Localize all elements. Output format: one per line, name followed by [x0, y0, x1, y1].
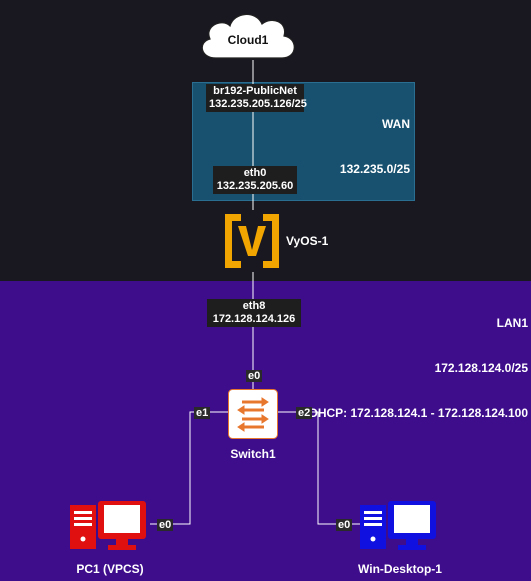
- lan-title-group: LAN1 172.128.124.0/25 DHCP: 172.128.124.…: [309, 286, 528, 436]
- eth8-label: eth8 172.128.124.126: [207, 299, 301, 327]
- pc1-port-e0: e0: [157, 519, 174, 531]
- cloud-label: Cloud1: [227, 33, 269, 47]
- eth0-ip: 132.235.205.60: [216, 180, 294, 192]
- bridge-name: br192-PublicNet: [213, 85, 297, 97]
- router-label: VyOS-1: [286, 234, 329, 248]
- switch-port-e1: e1: [194, 407, 211, 419]
- bridge-label: br192-PublicNet 132.235.205.126/25: [206, 84, 307, 112]
- desktop-node[interactable]: [360, 499, 440, 555]
- cloud-icon: [201, 13, 295, 59]
- pc1-label: PC1 (VPCS): [76, 562, 144, 576]
- lan-subnet: 172.128.124.0/25: [434, 361, 528, 375]
- wan-title-group: WAN 132.235.0/25: [340, 87, 410, 192]
- router-node[interactable]: [221, 210, 283, 272]
- eth8-name: eth8: [242, 300, 266, 312]
- cloud-node[interactable]: Cloud1: [192, 8, 304, 70]
- switch-label: Switch1: [230, 447, 276, 461]
- desktop-port-e0: e0: [336, 519, 353, 531]
- eth0-label: eth0 132.235.205.60: [213, 166, 297, 194]
- lan-dhcp-range: DHCP: 172.128.124.1 - 172.128.124.100: [309, 406, 528, 420]
- link-switch-desktop: [278, 411, 360, 525]
- pc-icon: [70, 501, 146, 550]
- wan-subnet: 132.235.0/25: [339, 162, 410, 176]
- switch-port-e0: e0: [246, 370, 263, 382]
- desktop-label: Win-Desktop-1: [358, 562, 442, 576]
- desktop-icon: [360, 501, 436, 550]
- pc1-node[interactable]: [70, 499, 150, 555]
- switch-icon: [228, 389, 278, 439]
- wan-title: WAN: [382, 117, 410, 131]
- eth0-name: eth0: [243, 167, 267, 179]
- eth8-ip: 172.128.124.126: [212, 313, 296, 325]
- bridge-ip: 132.235.205.126/25: [209, 98, 307, 110]
- lan-title: LAN1: [496, 316, 528, 330]
- link-switch-pc1: [150, 411, 228, 525]
- switch-port-e2: e2: [296, 407, 313, 419]
- vyos-logo-icon: [221, 210, 283, 272]
- switch-node[interactable]: [228, 389, 278, 439]
